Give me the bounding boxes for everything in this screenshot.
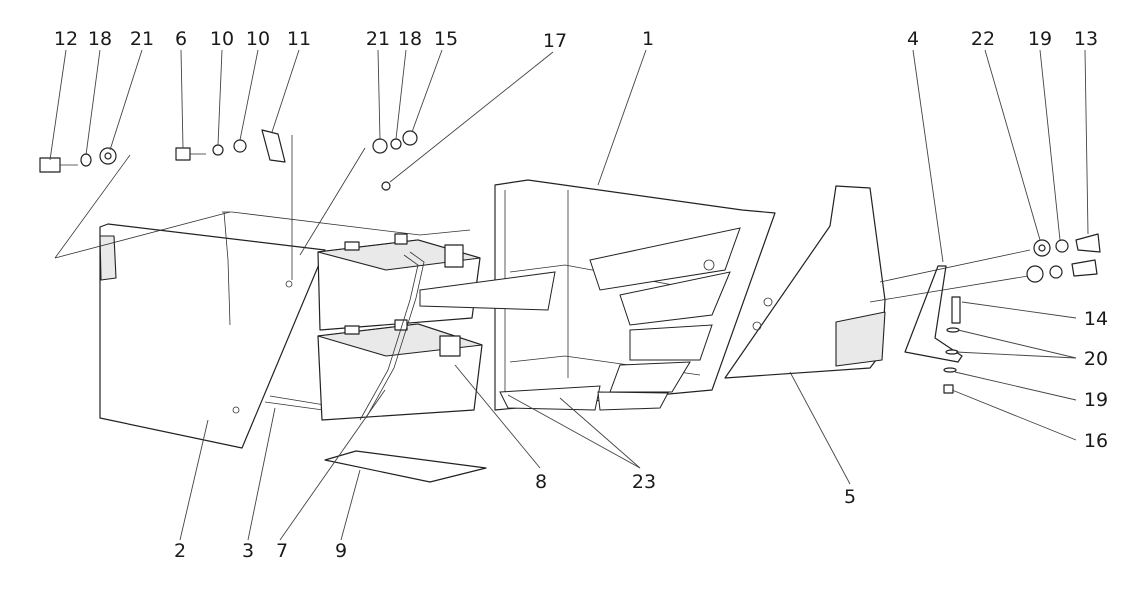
callout-9: 9 [335,540,347,562]
callout-17: 17 [543,30,567,52]
handle-bracket [359,251,425,421]
callout-2: 2 [174,540,186,562]
bottom-mat [324,450,487,483]
callout-20: 20 [1084,348,1108,370]
callout-14: 14 [1084,308,1108,330]
callout-5: 5 [844,486,856,508]
callout-8: 8 [535,471,547,493]
callout-12: 12 [54,28,78,50]
lower-battery [317,319,483,421]
assembly-lines [54,135,1031,303]
callout-10-a: 10 [210,28,234,50]
callout-7: 7 [276,540,288,562]
cover-panel [99,223,326,449]
callout-19: 19 [1028,28,1052,50]
battery-housing [419,179,776,411]
leader-lines [49,49,1089,541]
callout-1: 1 [642,28,654,50]
upper-battery [317,233,481,331]
fasteners [39,129,1101,394]
callout-23: 23 [632,471,656,493]
callout-16: 16 [1084,430,1108,452]
callout-15: 15 [434,28,458,50]
callout-19-b: 19 [1084,389,1108,411]
callout-6: 6 [175,28,187,50]
callout-10-b: 10 [246,28,270,50]
callout-labels: 12 18 21 6 10 10 11 21 18 15 17 1 4 22 1… [54,28,1108,562]
callout-18: 18 [88,28,112,50]
callout-18-b: 18 [398,28,422,50]
callout-11: 11 [287,28,311,50]
callout-22: 22 [971,28,995,50]
callout-13: 13 [1074,28,1098,50]
callout-4: 4 [907,28,919,50]
mounting-bracket [904,265,963,363]
callout-21-b: 21 [366,28,390,50]
side-guard [724,185,886,379]
callout-21: 21 [130,28,154,50]
callout-3: 3 [242,540,254,562]
